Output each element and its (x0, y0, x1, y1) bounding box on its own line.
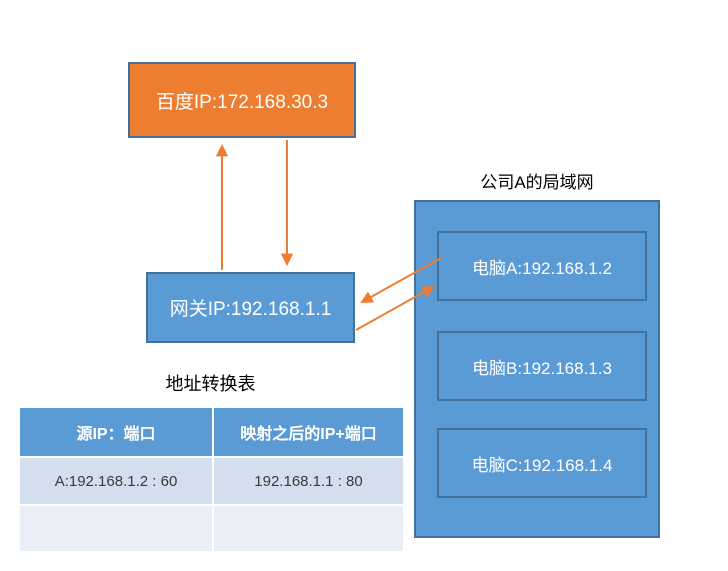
nat-table-title: 地址转换表 (165, 374, 256, 394)
host-node-pc-b[interactable]: 电脑B:192.168.1.3 (437, 331, 647, 401)
nat-translation-table: 源IP：端口 映射之后的IP+端口 A:192.168.1.2 : 60 192… (18, 406, 405, 553)
internet-server-node[interactable]: 百度IP:172.168.30.3 (128, 62, 356, 138)
host-label-pc-a: 电脑A:192.168.1.2 (472, 258, 612, 278)
column-header-mapped-ip-port: 映射之后的IP+端口 (212, 406, 405, 458)
cell-source-ip-port: A:192.168.1.2 : 60 (18, 456, 214, 506)
table-row[interactable] (18, 504, 405, 553)
internet-server-label: 百度IP:172.168.30.3 (155, 91, 329, 113)
column-header-source-ip-port: 源IP：端口 (18, 406, 214, 458)
host-label-pc-b: 电脑B:192.168.1.3 (472, 358, 612, 378)
cell-source-ip-port-empty (18, 504, 214, 553)
cell-mapped-ip-port: 192.168.1.1 : 80 (212, 456, 405, 506)
lan-group-title: 公司A的局域网 (480, 173, 594, 192)
host-node-pc-a[interactable]: 电脑A:192.168.1.2 (437, 231, 647, 301)
table-header-row: 源IP：端口 映射之后的IP+端口 (18, 406, 405, 458)
gateway-label: 网关IP:192.168.1.1 (169, 299, 332, 320)
cell-mapped-ip-port-empty (212, 504, 405, 553)
table-row[interactable]: A:192.168.1.2 : 60 192.168.1.1 : 80 (18, 456, 405, 506)
gateway-node[interactable]: 网关IP:192.168.1.1 (146, 272, 355, 343)
host-node-pc-c[interactable]: 电脑C:192.168.1.4 (437, 428, 647, 498)
host-label-pc-c: 电脑C:192.168.1.4 (471, 455, 613, 475)
